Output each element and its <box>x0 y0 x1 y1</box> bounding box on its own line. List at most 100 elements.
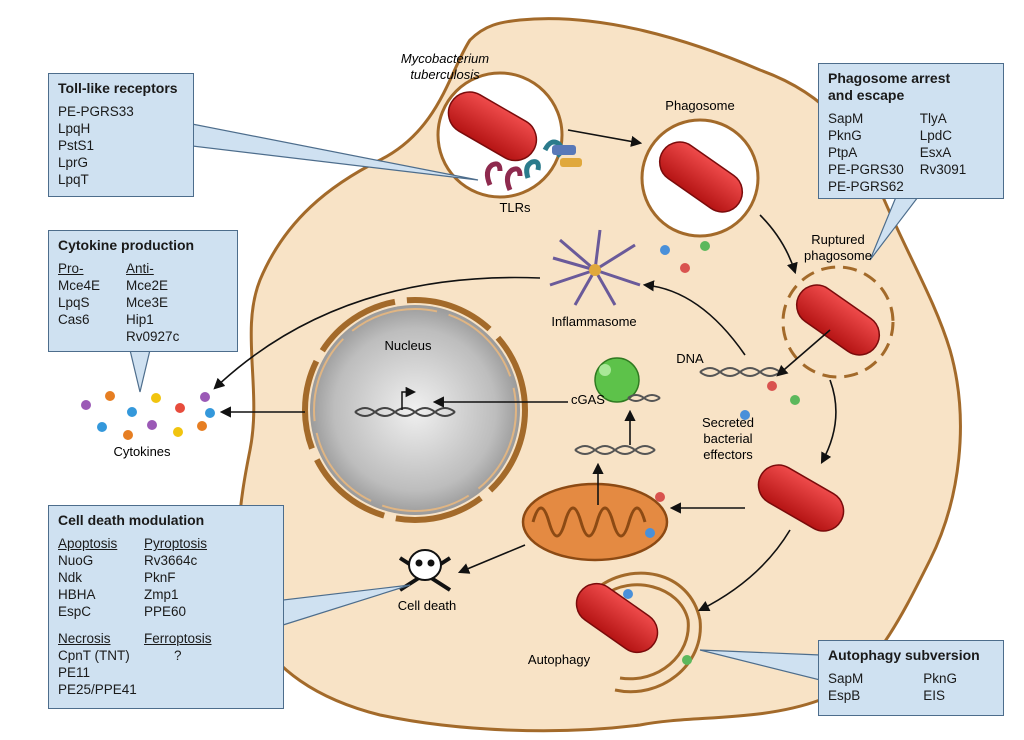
autophagy-item: EIS <box>923 688 946 703</box>
anti-header: Anti- <box>126 261 154 276</box>
ruptured-bacterium <box>795 284 881 356</box>
autophagy-title: Autophagy subversion <box>828 647 980 663</box>
cytokines-icon <box>81 391 215 440</box>
autophagy-bacterium <box>575 582 659 654</box>
arrest-col1: SapM PknG PtpA PE-PGRS30 PE-PGRS62 <box>828 110 904 195</box>
cell-death-label: Cell death <box>398 598 457 613</box>
tlr-item: LpqT <box>58 172 89 187</box>
pyroptosis-item: PPE60 <box>144 604 187 619</box>
cytokine-callout-wedge <box>129 349 151 393</box>
nucleus <box>310 305 520 515</box>
secreted-effectors-icon <box>623 241 800 665</box>
cytokine-columns: Pro- Mce4E LpqS Cas6 Anti- Mce2E Mce3E H… <box>58 260 228 345</box>
cell-death-box: Cell death modulation Apoptosis NuoG Ndk… <box>48 505 284 709</box>
effectors-label: Secreted <box>702 415 754 430</box>
cytokines-label: Cytokines <box>113 444 171 459</box>
tlrs-label: TLRs <box>499 200 531 215</box>
necrosis-header: Necrosis <box>58 631 111 646</box>
pyroptosis-item: Zmp1 <box>144 587 179 602</box>
nuclear-envelope-inner <box>313 308 517 512</box>
tlr-item: PstS1 <box>58 138 95 153</box>
tlr-title: Toll-like receptors <box>58 80 178 96</box>
anti-col: Anti- Mce2E Mce3E Hip1 Rv0927c <box>126 260 179 345</box>
necrosis-item: PE11 <box>58 665 91 680</box>
mtb-label-2: tuberculosis <box>410 67 480 82</box>
death-row2: Necrosis CpnT (TNT) PE11 PE25/PPE41 Ferr… <box>58 630 274 698</box>
apoptosis-item: EspC <box>58 604 92 619</box>
autophagy-item: EspB <box>828 688 861 703</box>
autophagy-columns: SapM EspB PknG EIS <box>828 670 994 704</box>
arrest-item: EsxA <box>919 145 952 160</box>
ruptured-phagosome <box>781 265 895 379</box>
cytokine-title: Cytokine production <box>58 237 195 253</box>
arrest-columns: SapM PknG PtpA PE-PGRS30 PE-PGRS62 TlyA … <box>828 110 994 195</box>
autophagy-label: Autophagy <box>528 652 591 667</box>
cytosolic-bacterium <box>757 464 845 532</box>
autophagy-col1: SapM EspB <box>828 670 863 704</box>
phagosome-bacterium <box>658 141 744 213</box>
effectors-label-3: effectors <box>703 447 753 462</box>
arrest-item: Rv3091 <box>919 162 967 177</box>
mtb-label: Mycobacterium <box>401 51 489 66</box>
ruptured-label: Ruptured <box>811 232 864 247</box>
mtb-bacterium <box>447 91 538 162</box>
anti-item: Mce2E <box>126 278 169 293</box>
arrest-item: TlyA <box>919 111 947 126</box>
autophagy-col2: PknG EIS <box>923 670 957 704</box>
nuclear-envelope <box>302 297 528 523</box>
tlr-list: PE-PGRS33 LpqH PstS1 LprG LpqT <box>58 103 184 188</box>
effectors-label-2: bacterial <box>703 431 752 446</box>
tlr-item: LpqH <box>58 121 91 136</box>
pyroptosis-item: Rv3664c <box>144 553 198 568</box>
apoptosis-item: NuoG <box>58 553 94 568</box>
arrest-title-line2: and escape <box>828 87 905 103</box>
necrosis-item: PE25/PPE41 <box>58 682 137 697</box>
apoptosis-item: HBHA <box>58 587 96 602</box>
cgas-icon <box>594 357 640 403</box>
cytokine-box: Cytokine production Pro- Mce4E LpqS Cas6… <box>48 230 238 352</box>
cytosolic-dna-icon <box>574 367 781 455</box>
inflammasome-label: Inflammasome <box>551 314 636 329</box>
apoptosis-col: Apoptosis NuoG Ndk HBHA EspC <box>58 535 122 620</box>
necrosis-col: Necrosis CpnT (TNT) PE11 PE25/PPE41 <box>58 630 137 698</box>
pro-col: Pro- Mce4E LpqS Cas6 <box>58 260 100 345</box>
pathway-arrows <box>213 129 837 612</box>
pro-item: LpqS <box>58 295 90 310</box>
ferroptosis-header: Ferroptosis <box>144 631 212 646</box>
nuclear-dna-icon <box>354 386 456 417</box>
arrest-title-line1: Phagosome arrest <box>828 70 951 86</box>
phagosome-label: Phagosome <box>665 98 734 113</box>
anti-item: Rv0927c <box>126 329 180 344</box>
tlr-receptors-icon <box>484 139 582 191</box>
cell-death-title: Cell death modulation <box>58 512 205 528</box>
autophagosome-membrane <box>594 571 702 694</box>
apoptosis-header: Apoptosis <box>58 536 118 551</box>
arrest-item: PtpA <box>828 145 858 160</box>
arrest-col2: TlyA LpdC EsxA Rv3091 <box>920 110 967 195</box>
pyroptosis-col: Pyroptosis Rv3664c PknF Zmp1 PPE60 <box>144 535 207 620</box>
anti-item: Hip1 <box>126 312 154 327</box>
inflammasome-icon <box>549 229 641 306</box>
pro-item: Mce4E <box>58 278 101 293</box>
arrest-item: LpdC <box>919 128 953 143</box>
ruptured-label-2: phagosome <box>804 248 872 263</box>
dna-label: DNA <box>676 351 704 366</box>
arrest-item: PE-PGRS62 <box>828 179 904 194</box>
pyroptosis-header: Pyroptosis <box>144 536 208 551</box>
anti-item: Mce3E <box>126 295 169 310</box>
ferroptosis-col: Ferroptosis ? <box>144 630 212 698</box>
mitochondrion-icon <box>521 482 669 562</box>
autophagy-box: Autophagy subversion SapM EspB PknG EIS <box>818 640 1004 716</box>
apoptosis-item: Ndk <box>58 570 83 585</box>
ferroptosis-item: ? <box>174 648 182 663</box>
autophagy-item: PknG <box>923 671 958 686</box>
pyroptosis-item: PknF <box>144 570 176 585</box>
arrest-item: SapM <box>828 111 864 126</box>
pro-item: Cas6 <box>58 312 90 327</box>
tlr-box: Toll-like receptors PE-PGRS33 LpqH PstS1… <box>48 73 194 197</box>
necrosis-item: CpnT (TNT) <box>58 648 130 663</box>
tlr-item: LprG <box>58 155 89 170</box>
arrest-title: Phagosome arrest and escape <box>828 70 994 104</box>
